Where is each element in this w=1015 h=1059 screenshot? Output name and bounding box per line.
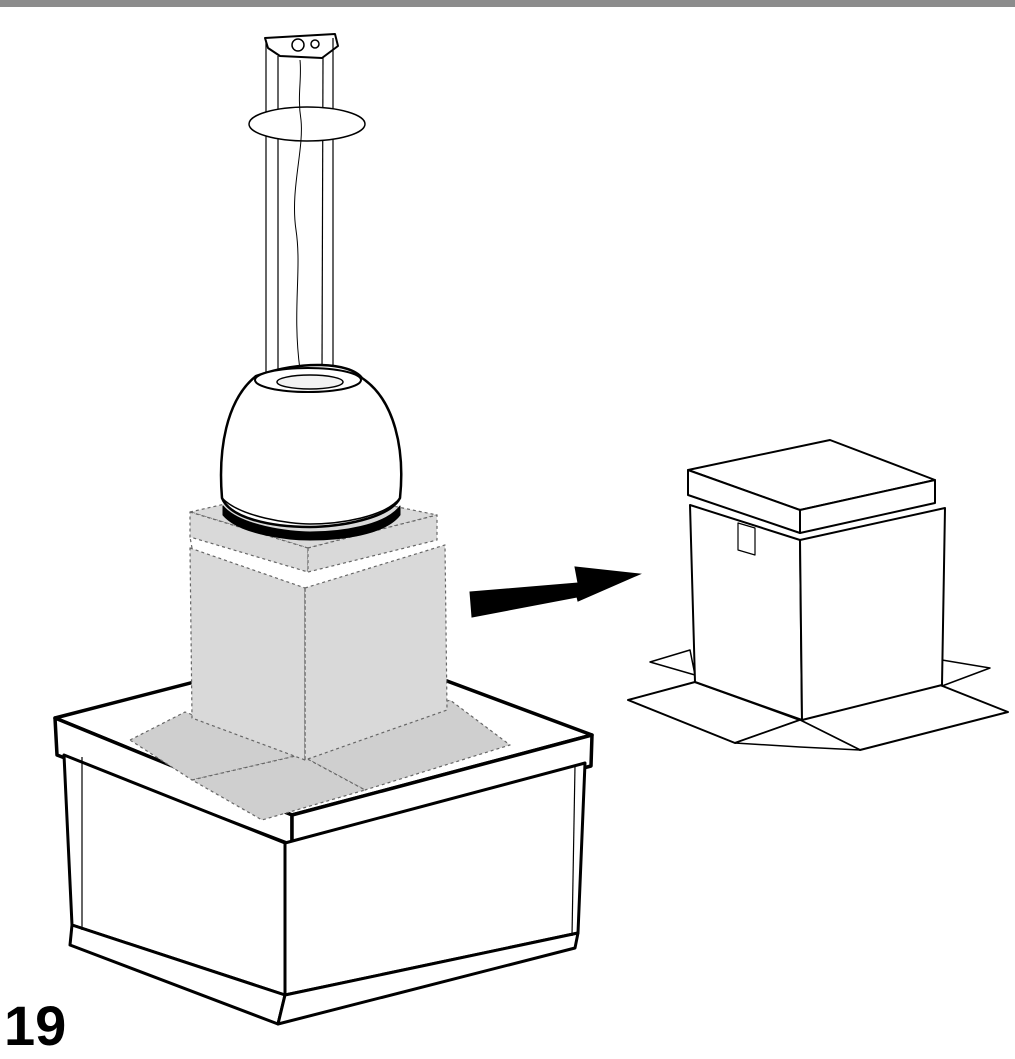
suspension-assembly <box>248 33 366 373</box>
ceiling-canopy <box>248 106 366 142</box>
direction-arrow <box>469 566 642 618</box>
removed-packaging-box <box>627 439 1009 751</box>
step-number: 19 <box>4 994 67 1057</box>
top-bar <box>0 0 1015 7</box>
suspension-cables <box>293 59 302 371</box>
pendant-lamp-shade <box>219 363 403 541</box>
